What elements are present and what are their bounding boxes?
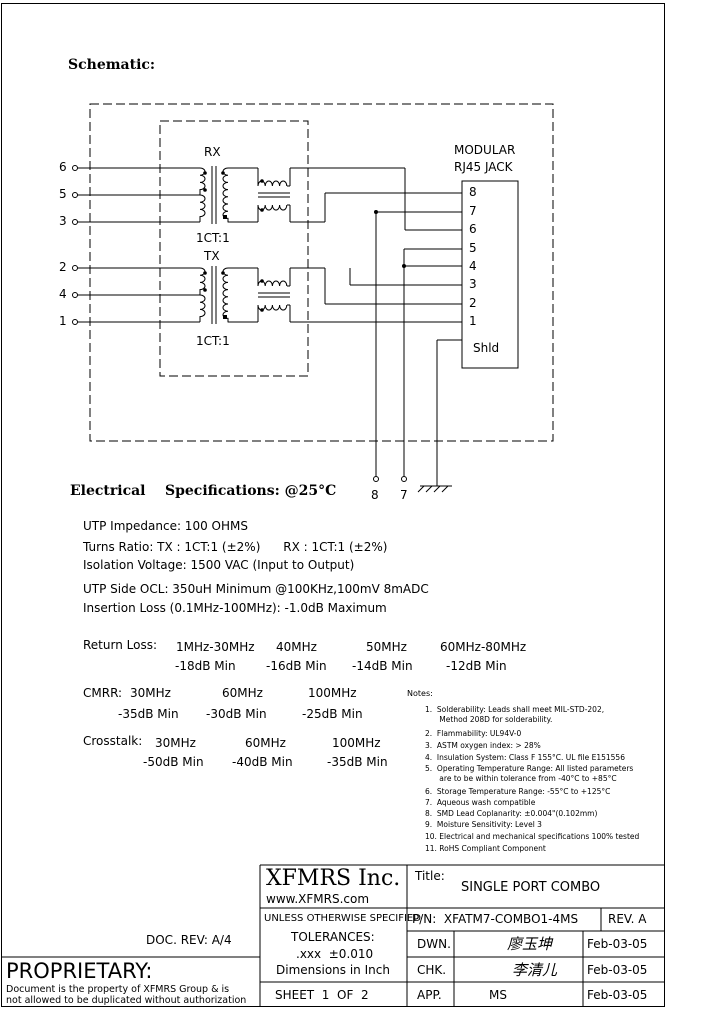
return-loss-freq: 40MHz [276, 640, 317, 654]
cmrr-value: -30dB Min [206, 707, 267, 721]
cmrr-freq: 60MHz [222, 686, 263, 700]
rx-ratio: 1CT:1 [196, 231, 230, 245]
note-item: 9. Moisture Sensitivity: Level 3 [425, 820, 542, 829]
schematic-title: Schematic: [68, 57, 156, 73]
company-website: www.XFMRS.com [266, 892, 370, 906]
tolerance-value: .xxx ±0.010 [296, 947, 374, 961]
return-loss-value: -18dB Min [175, 659, 236, 673]
spec-line: UTP Impedance: 100 OHMS [83, 519, 248, 533]
left-pin: 4 [59, 287, 67, 301]
crosstalk-freq: 100MHz [332, 736, 381, 750]
left-pin: 2 [59, 260, 67, 274]
cmrr-freq: 30MHz [130, 686, 171, 700]
note-item: Method 208D for solderability. [425, 715, 553, 724]
return-loss-freq: 50MHz [366, 640, 407, 654]
chk-date: Feb-03-05 [587, 963, 648, 977]
tx-ratio: 1CT:1 [196, 334, 230, 348]
return-loss-value: -16dB Min [266, 659, 327, 673]
rx-label: RX [204, 145, 221, 159]
revision: REV. A [608, 912, 647, 926]
bottom-pin: 7 [400, 488, 408, 502]
crosstalk-label: Crosstalk: [83, 734, 143, 748]
drawing-title: SINGLE PORT COMBO [461, 880, 601, 895]
note-item: 11. RoHS Compliant Component [425, 844, 546, 853]
return-loss-value: -14dB Min [352, 659, 413, 673]
note-item: 1. Solderability: Leads shall meet MIL-S… [425, 705, 605, 714]
jack-pin: 1 [469, 314, 477, 328]
chk-label: CHK. [417, 963, 447, 977]
inner-dashed-frame [159, 120, 309, 377]
spec-line: UTP Side OCL: 350uH Minimum @100KHz,100m… [83, 582, 429, 596]
jack-title-line1: MODULAR [454, 143, 516, 157]
app-label: APP. [417, 988, 442, 1002]
notes-title: Notes: [407, 689, 433, 698]
note-item: 10. Electrical and mechanical specificat… [425, 832, 640, 841]
dwn-label: DWN. [417, 937, 451, 951]
tolerance-header: UNLESS OTHERWISE SPECIFIED [264, 913, 421, 924]
proprietary-line: Document is the property of XFMRS Group … [6, 984, 230, 995]
page-border [1, 3, 665, 1007]
part-number: P/N: XFATM7-COMBO1-4MS [412, 912, 579, 926]
note-item: are to be within tolerance from -40°C to… [425, 774, 617, 783]
dwn-signature: 廖玉坤 [507, 935, 553, 953]
left-pin: 1 [59, 314, 67, 328]
jack-pin: 4 [469, 259, 477, 273]
crosstalk-value: -50dB Min [143, 755, 204, 769]
dimensions-unit: Dimensions in Inch [276, 963, 390, 977]
cmrr-value: -25dB Min [302, 707, 363, 721]
tolerance-label: TOLERANCES: [291, 930, 375, 944]
cmrr-freq: 100MHz [308, 686, 357, 700]
app-date: Feb-03-05 [587, 988, 648, 1002]
chk-signature: 李清儿 [512, 961, 558, 979]
spec-line: Insertion Loss (0.1MHz-100MHz): -1.0dB M… [83, 601, 387, 615]
jack-pin: 2 [469, 296, 477, 310]
crosstalk-value: -35dB Min [327, 755, 388, 769]
jack-pin: 8 [469, 185, 477, 199]
company-name: XFMRS Inc. [266, 866, 401, 891]
jack-pin: 3 [469, 277, 477, 291]
app-signature: MS [489, 988, 507, 1002]
jack-pin: 7 [469, 204, 477, 218]
title-label: Title: [415, 869, 445, 883]
return-loss-label: Return Loss: [83, 638, 157, 652]
note-item: 6. Storage Temperature Range: -55°C to +… [425, 787, 611, 796]
spec-line: Turns Ratio: TX : 1CT:1 (±2%) RX : 1CT:1… [83, 540, 388, 554]
jack-pin: 6 [469, 222, 477, 236]
left-pin: 5 [59, 187, 67, 201]
left-pin: 6 [59, 160, 67, 174]
dwn-date: Feb-03-05 [587, 937, 648, 951]
shield-label: Shld [473, 341, 500, 355]
spec-line: Isolation Voltage: 1500 VAC (Input to Ou… [83, 558, 355, 572]
jack-pin: 5 [469, 241, 477, 255]
jack-title-line2: RJ45 JACK [454, 160, 513, 174]
proprietary-heading: PROPRIETARY: [6, 959, 153, 983]
left-pin: 3 [59, 214, 67, 228]
electrical-title: Electrical Specifications: @25°C [70, 483, 337, 499]
doc-revision: DOC. REV: A/4 [146, 933, 232, 947]
cmrr-value: -35dB Min [118, 707, 179, 721]
bottom-pin: 8 [371, 488, 379, 502]
note-item: 5. Operating Temperature Range: All list… [425, 764, 634, 773]
sheet-number: SHEET 1 OF 2 [275, 988, 369, 1002]
proprietary-line: not allowed to be duplicated without aut… [6, 995, 247, 1006]
cmrr-label: CMRR: [83, 686, 123, 700]
rj45-jack-box [461, 180, 519, 369]
outer-dashed-frame [89, 103, 554, 442]
crosstalk-value: -40dB Min [232, 755, 293, 769]
note-item: 3. ASTM oxygen index: > 28% [425, 741, 541, 750]
note-item: 8. SMD Lead Coplanarity: ±0.004"(0.102mm… [425, 809, 598, 818]
note-item: 2. Flammability: UL94V-0 [425, 729, 522, 738]
return-loss-freq: 60MHz-80MHz [440, 640, 527, 654]
note-item: 7. Aqueous wash compatible [425, 798, 536, 807]
return-loss-value: -12dB Min [446, 659, 507, 673]
crosstalk-freq: 60MHz [245, 736, 286, 750]
tx-label: TX [204, 249, 220, 263]
return-loss-freq: 1MHz-30MHz [176, 640, 255, 654]
crosstalk-freq: 30MHz [155, 736, 196, 750]
note-item: 4. Insulation System: Class F 155°C. UL … [425, 753, 625, 762]
